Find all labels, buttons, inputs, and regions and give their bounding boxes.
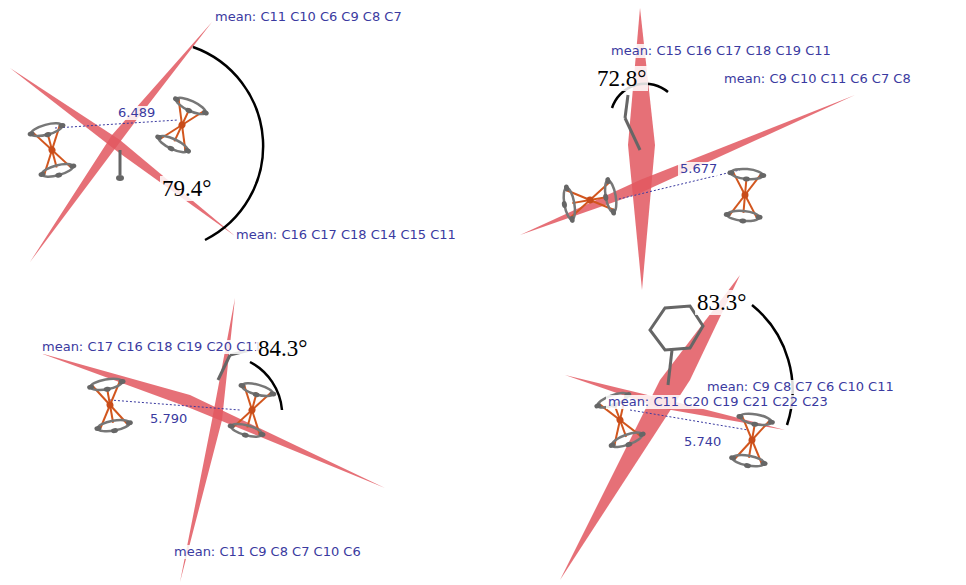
distance-label: 5.677	[678, 162, 719, 176]
panel-1	[10, 22, 263, 262]
plane-label: mean: C9 C10 C11 C6 C7 C8	[722, 72, 913, 86]
angle-label: 84.3°	[256, 336, 309, 361]
plane-label: mean: C16 C17 C18 C14 C15 C11	[234, 228, 458, 242]
angle-label: 83.3°	[695, 290, 748, 315]
plane-label: mean: C11 C9 C8 C7 C10 C6	[172, 545, 363, 559]
distance-label: 5.790	[148, 412, 189, 426]
panel-3	[40, 298, 385, 582]
plane-label: mean: C17 C16 C18 C19 C20 C11	[40, 340, 264, 354]
plane-label: mean: C9 C8 C7 C6 C10 C11	[705, 380, 896, 394]
angle-label: 72.8°	[595, 66, 648, 91]
plane-label: mean: C15 C16 C17 C18 C19 C11	[609, 44, 833, 58]
distance-label: 6.489	[116, 106, 157, 120]
distance-label: 5.740	[682, 435, 723, 449]
angle-label: 79.4°	[160, 176, 213, 201]
panel-2	[520, 8, 855, 290]
plane-label: mean: C11 C10 C6 C9 C8 C7	[213, 10, 404, 24]
plane-label: mean: C11 C20 C19 C21 C22 C23	[606, 395, 830, 409]
panel-4	[560, 275, 793, 580]
